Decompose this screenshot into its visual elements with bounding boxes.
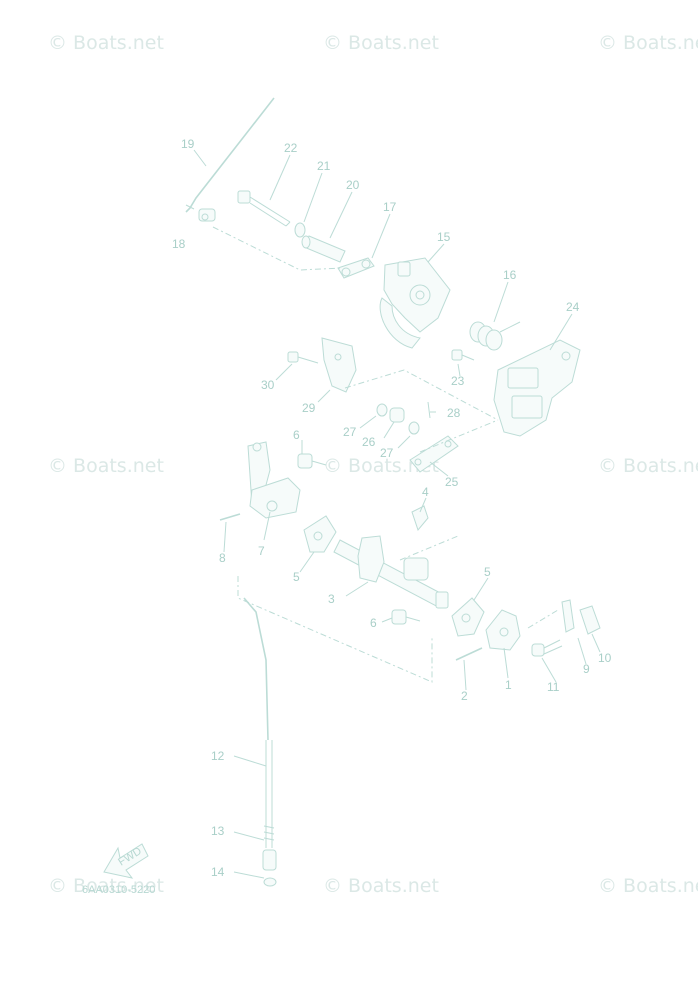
label-part-9: 9 xyxy=(583,662,590,676)
label-part-18: 18 xyxy=(172,237,186,251)
label-part-4: 4 xyxy=(422,485,429,499)
watermark: © Boats.net xyxy=(598,32,698,54)
label-part-26: 26 xyxy=(362,435,376,449)
label-part-19: 19 xyxy=(181,137,195,151)
label-part-7: 7 xyxy=(258,544,265,558)
label-part-12: 12 xyxy=(211,749,225,763)
label-part-27: 27 xyxy=(343,425,357,439)
label-part-23: 23 xyxy=(451,374,465,388)
part-bracket-15 xyxy=(379,257,451,349)
part-rod-end-13 xyxy=(263,820,275,848)
part-plate-10 xyxy=(579,605,601,635)
watermark: © Boats.net xyxy=(48,32,164,54)
part-lever-7 xyxy=(247,441,301,519)
part-washer-21 xyxy=(294,222,306,238)
label-part-5: 5 xyxy=(484,565,491,579)
part-pin-28 xyxy=(427,401,431,419)
part-bracket-9 xyxy=(561,599,575,633)
label-part-6b: 6 xyxy=(370,616,377,630)
part-link-17 xyxy=(337,257,375,279)
leader-lines xyxy=(193,149,601,879)
label-part-14: 14 xyxy=(211,865,225,879)
label-part-8: 8 xyxy=(219,551,226,565)
part-clip-18 xyxy=(198,208,216,222)
part-bolt-6b xyxy=(391,609,421,625)
fwd-arrow-icon: FWD xyxy=(103,843,149,879)
part-washer-27b xyxy=(408,421,420,435)
label-part-13: 13 xyxy=(211,824,225,838)
part-collar-26 xyxy=(389,407,405,423)
part-cam-1 xyxy=(485,609,521,651)
label-part-24: 24 xyxy=(566,300,580,314)
label-part-16: 16 xyxy=(503,268,517,282)
part-bolt-22 xyxy=(237,190,291,227)
label-part-17: 17 xyxy=(383,200,397,214)
part-rod-19 xyxy=(185,97,275,213)
label-part-3: 3 xyxy=(328,592,335,606)
watermark: © Boats.net xyxy=(598,455,698,477)
diagram-code: 6AA0310-5220 xyxy=(82,884,155,896)
label-part-22: 22 xyxy=(284,141,298,155)
part-plate-29 xyxy=(321,337,357,393)
part-rod-12 xyxy=(243,597,273,820)
watermark: © Boats.net xyxy=(48,455,164,477)
part-link-25 xyxy=(409,435,459,473)
part-screw-11 xyxy=(531,639,563,657)
part-bracket-24 xyxy=(493,339,581,437)
part-labels: 1 2 3 4 5 5 6 6 7 8 9 10 11 12 13 14 15 … xyxy=(172,137,612,879)
watermark: © Boats.net xyxy=(323,32,439,54)
part-nut-14 xyxy=(262,849,277,887)
part-bolt-6 xyxy=(297,453,327,469)
label-part-2: 2 xyxy=(461,689,468,703)
label-part-28: 28 xyxy=(447,406,461,420)
label-part-1: 1 xyxy=(505,678,512,692)
label-part-25: 25 xyxy=(445,475,459,489)
part-pin-2 xyxy=(455,647,483,661)
label-part-11: 11 xyxy=(547,680,560,694)
part-sleeve-20 xyxy=(301,235,346,263)
label-part-5b: 5 xyxy=(293,570,300,584)
label-part-21: 21 xyxy=(317,159,331,173)
part-washer-27 xyxy=(376,403,388,417)
part-spring-16 xyxy=(469,321,521,351)
part-shaft-3 xyxy=(333,535,449,609)
part-bolt-30 xyxy=(287,351,319,364)
label-part-20: 20 xyxy=(346,178,360,192)
part-bracket-5 xyxy=(303,515,337,553)
label-part-29: 29 xyxy=(302,401,316,415)
part-clip-4 xyxy=(411,505,429,532)
reference-lines xyxy=(212,226,559,683)
watermark: © Boats.net xyxy=(323,875,439,897)
part-bolt-23 xyxy=(451,349,475,361)
label-part-6: 6 xyxy=(293,428,300,442)
part-pin-8 xyxy=(219,513,241,521)
label-part-10: 10 xyxy=(598,651,612,665)
label-part-27b: 27 xyxy=(380,446,394,460)
watermark: © Boats.net xyxy=(48,875,164,897)
label-part-15: 15 xyxy=(437,230,451,244)
label-part-30: 30 xyxy=(261,378,275,392)
watermark: © Boats.net xyxy=(598,875,698,897)
part-bracket-5b xyxy=(451,597,485,637)
